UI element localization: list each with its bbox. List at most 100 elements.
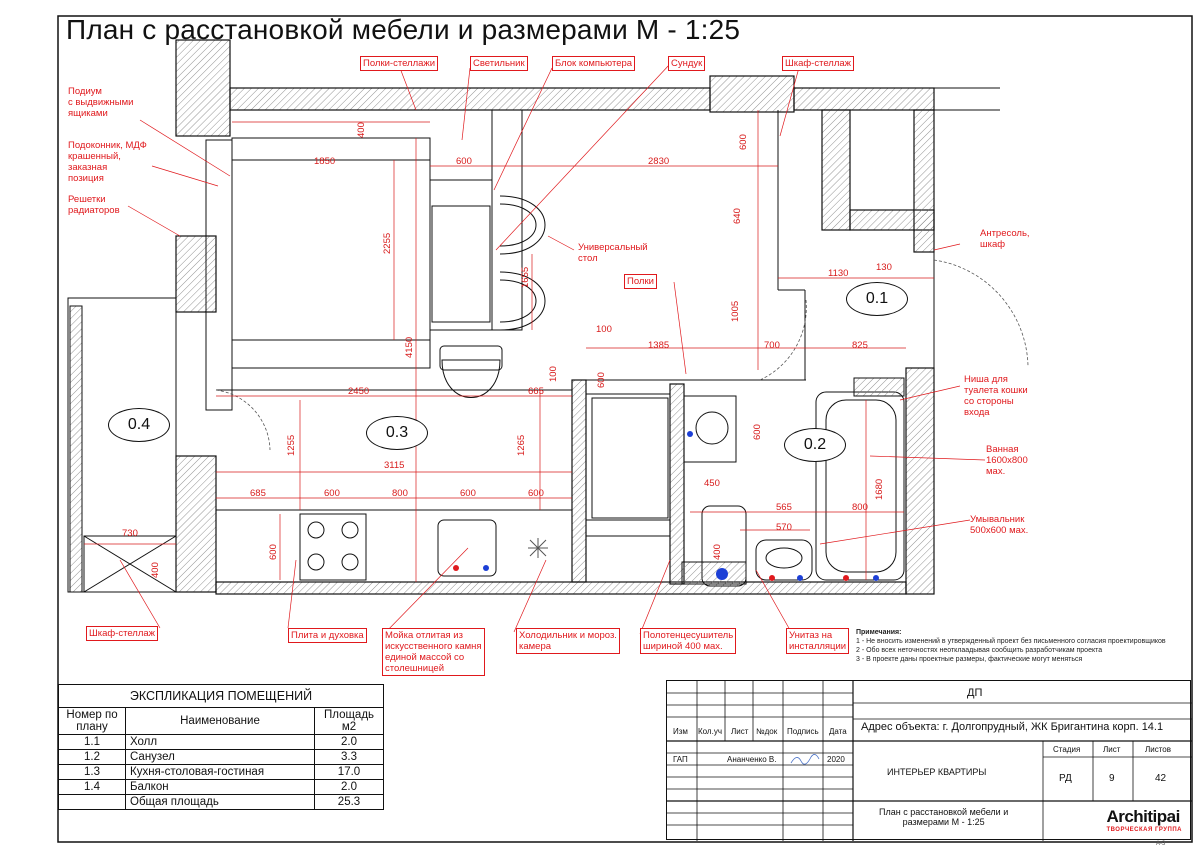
table-cell: 2.0 [314, 734, 384, 750]
table-cell: 1.3 [58, 764, 126, 780]
table-cell: Балкон [125, 779, 315, 795]
dim-1005: 1005 [730, 300, 741, 322]
dim-685: 685 [250, 488, 266, 499]
explication-header-number: Номер по плану [58, 707, 126, 735]
wall-bath-mid [669, 383, 685, 585]
callout-unitaz: Унитаз на инсталляции [786, 628, 850, 654]
room-tag-0-1: 0.1 [846, 282, 908, 316]
leader-lines [119, 63, 986, 637]
table-cell [58, 794, 126, 810]
desk [429, 109, 546, 398]
callout-plita: Плита и духовка [288, 628, 367, 643]
explication-caption: ЭКСПЛИКАЦИЯ ПОМЕЩЕНИЙ [58, 684, 384, 708]
wall-shaft-right [913, 109, 935, 253]
table-cell: Санузел [125, 749, 315, 765]
explication-header-name: Наименование [125, 707, 315, 735]
partitions [216, 110, 935, 537]
dim-1265: 1265 [516, 434, 527, 456]
stamp-col-date: Дата [829, 727, 847, 736]
callout-shkaf-stellazh-top: Шкаф-стеллаж [782, 56, 855, 71]
stamp-sheet-header: Лист [1103, 745, 1121, 754]
stamp-sheets: 42 [1155, 773, 1167, 784]
table-row: Общая площадь 25.3 [58, 794, 384, 810]
logo-subtitle: ТВОРЧЕСКАЯ ГРУППА [1106, 827, 1182, 833]
callout-sunduk: Сундук [668, 56, 706, 71]
callout-nisha: Ниша для туалета кошки со стороны входа [964, 374, 1028, 418]
stamp-project: ИНТЕРЬЕР КВАРТИРЫ [887, 767, 987, 777]
dim-565: 565 [776, 502, 792, 513]
explication-table: ЭКСПЛИКАЦИЯ ПОМЕЩЕНИЙ Номер по плану Наи… [58, 684, 384, 810]
room-tag-0-3: 0.3 [366, 416, 428, 450]
dim-130: 130 [876, 262, 892, 273]
logo-text: Architipai [1106, 807, 1180, 826]
dim-1850: 1850 [314, 156, 336, 167]
dim-730: 730 [122, 528, 138, 539]
notes: Примечания: 1 - Не вносить изменений в у… [856, 628, 1166, 664]
bathroom [681, 377, 905, 587]
dim-1655: 1655 [520, 266, 531, 288]
wall-west-lower [175, 455, 217, 593]
table-cell: 1.1 [58, 734, 126, 750]
dim-600-counter: 600 [268, 544, 279, 560]
callout-vannaya: Ванная 1600х800 мах. [986, 444, 1028, 477]
dim-2450: 2450 [348, 386, 370, 397]
dim-800-k: 800 [392, 488, 408, 499]
dimension-lines [84, 110, 934, 582]
callout-podium: Подиум с выдвижными ящиками [68, 86, 134, 119]
sheet-format: А-3 [1156, 841, 1166, 847]
dim-100-v: 100 [548, 366, 559, 382]
dim-1130: 1130 [828, 268, 849, 279]
note-2: 2 - Обо всех неточностях неотклаадывая с… [856, 647, 1103, 654]
callout-polki-stellazhi: Полки-стеллажи [360, 56, 439, 71]
dim-640: 640 [732, 208, 743, 224]
dim-400-balcony: 400 [150, 562, 161, 578]
callout-polki: Полки [624, 274, 657, 289]
dim-400-wc: 400 [712, 544, 723, 560]
wall-south [215, 581, 907, 595]
dim-2830: 2830 [648, 156, 670, 167]
dim-700: 700 [764, 340, 780, 351]
callout-podokonnik: Подоконник, МДФ крашенный, заказная пози… [68, 140, 147, 184]
stamp-col-list: Лист [731, 727, 749, 736]
stamp-stage: РД [1059, 773, 1072, 784]
logo: Architipai ТВОРЧЕСКАЯ ГРУППА [1106, 807, 1182, 833]
stamp-stage-header: Стадия [1053, 745, 1081, 754]
dim-600-bath: 600 [752, 424, 763, 440]
dim-600-k1: 600 [324, 488, 340, 499]
dim-450: 450 [704, 478, 720, 489]
callout-reshetki: Решетки радиаторов [68, 194, 120, 216]
wall-bath-left [571, 379, 587, 583]
stamp-sheet-title: План с расстановкой мебели и размерами М… [879, 807, 1009, 827]
callout-blok-kompyutera: Блок компьютера [552, 56, 636, 71]
kitchen [299, 513, 548, 581]
table-cell: Общая площадь [125, 794, 315, 810]
table-cell: 1.2 [58, 749, 126, 765]
dim-600-k2: 600 [460, 488, 476, 499]
note-3: 3 - В проекте даны проектные размеры, фа… [856, 656, 1083, 663]
stamp-address: Адрес объекта: г. Долгопрудный, ЖК Брига… [861, 721, 1164, 733]
podium [205, 137, 431, 411]
wall-north [229, 87, 711, 111]
dim-570: 570 [776, 522, 792, 533]
callout-svetilnik: Светильник [470, 56, 528, 71]
callout-holodilnik: Холодильник и мороз. камера [516, 628, 620, 654]
notes-heading: Примечания: [856, 629, 902, 636]
stamp-col-kol: Кол.уч [698, 727, 722, 736]
dim-100: 100 [596, 324, 612, 335]
wall-west-column [175, 235, 217, 313]
dim-1385: 1385 [648, 340, 670, 351]
table-cell: 17.0 [314, 764, 384, 780]
walls [175, 39, 935, 595]
wall-north-column [709, 75, 795, 113]
stamp-gap: ГАП [673, 755, 688, 764]
dim-600-k3: 600 [528, 488, 544, 499]
stamp-year: 2020 [827, 755, 845, 764]
table-cell: Кухня-столовая-гостиная [125, 764, 315, 780]
dim-600-v: 600 [738, 134, 749, 150]
dim-800-b: 800 [852, 502, 868, 513]
callout-umyvalnik: Умывальник 500х600 мах. [970, 514, 1029, 536]
stamp-col-doc: №док [756, 727, 778, 736]
dim-2255: 2255 [382, 232, 393, 254]
dim-665: 665 [528, 386, 544, 397]
